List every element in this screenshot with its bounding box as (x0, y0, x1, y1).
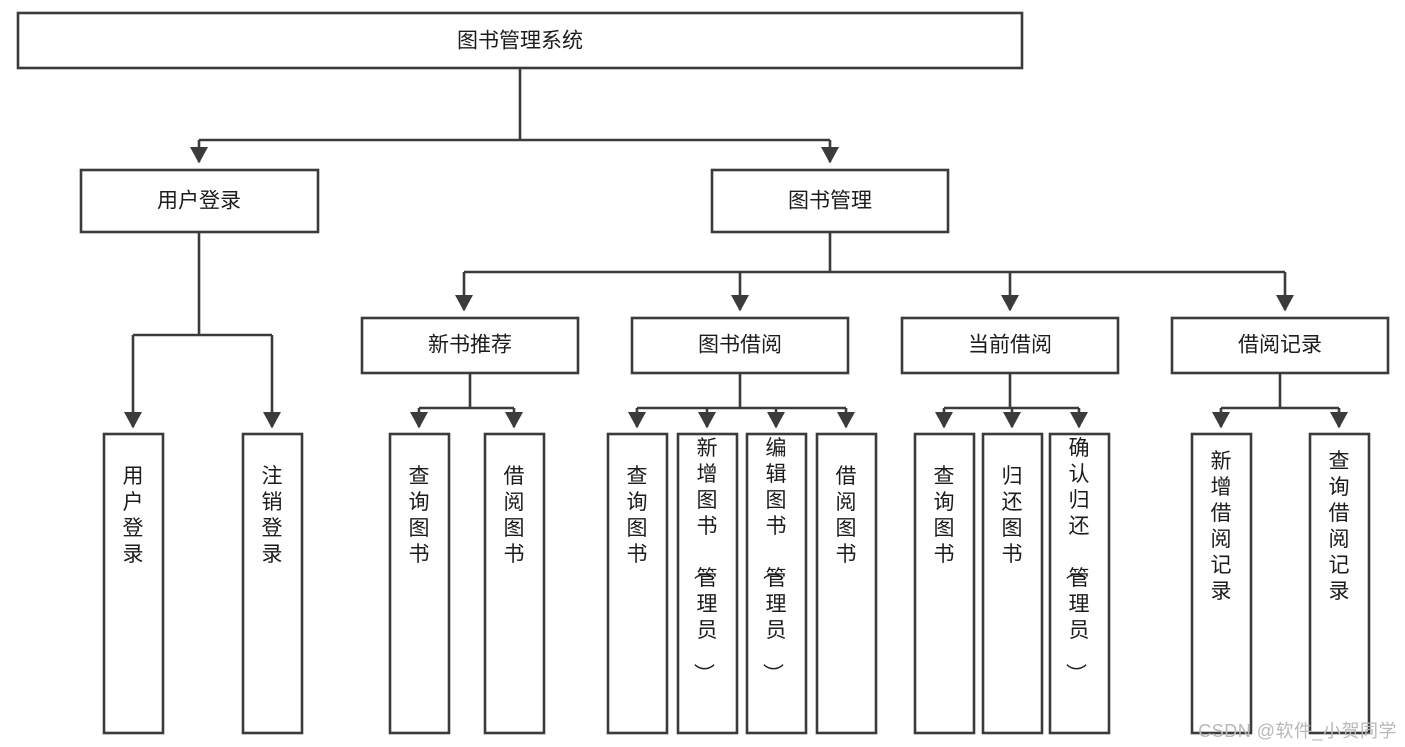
leaf-user-login-0[interactable]: 用户登录 (102, 432, 165, 735)
node-book-borrow-label: 图书借阅 (698, 334, 782, 357)
node-borrow-record-box (1170, 316, 1390, 375)
leaf-new-book-1-box (483, 432, 546, 735)
leaf-borrow-record-1-box (1308, 432, 1371, 735)
leaf-borrow-record-1-label: 查询借阅记录 (1329, 450, 1350, 603)
leaf-book-borrow-2-box (745, 432, 808, 735)
node-current-borrow-box (900, 316, 1120, 375)
leaf-current-borrow-0-label: 查询图书 (934, 465, 955, 566)
node-root-system[interactable]: 图书管理系统 (16, 11, 1024, 70)
leaf-borrow-record-0-box (1190, 432, 1253, 735)
leaf-borrow-record-1[interactable]: 查询借阅记录 (1308, 432, 1371, 735)
leaf-current-borrow-1-box (981, 432, 1044, 735)
node-book-manage-box (710, 168, 950, 234)
leaf-book-borrow-0-label: 查询图书 (627, 465, 648, 566)
node-new-book-recommend[interactable]: 新书推荐 (360, 316, 580, 375)
node-borrow-record[interactable]: 借阅记录 (1170, 316, 1390, 375)
leaf-new-book-1-label: 借阅图书 (504, 465, 525, 566)
leaf-book-borrow-3-box (815, 432, 878, 735)
connector-layer (123, 68, 1349, 429)
leaf-user-login-0-label: 用户登录 (123, 465, 144, 566)
leaf-user-login-0-box (102, 432, 165, 735)
leaf-current-borrow-1-label: 归还图书 (1002, 465, 1023, 566)
leaf-book-borrow-3[interactable]: 借阅图书 (815, 432, 878, 735)
node-book-manage[interactable]: 图书管理 (710, 168, 950, 234)
leaf-new-book-0[interactable]: 查询图书 (388, 432, 451, 735)
leaf-book-borrow-1[interactable]: 新增图书（管理员） (676, 432, 739, 735)
node-current-borrow-label: 当前借阅 (968, 334, 1052, 357)
node-book-manage-label: 图书管理 (788, 190, 872, 213)
leaf-user-login-1-box (241, 432, 304, 735)
node-new-book-recommend-label: 新书推荐 (428, 334, 512, 357)
leaf-book-borrow-3-label: 借阅图书 (836, 465, 857, 566)
leaf-user-login-1[interactable]: 注销登录 (241, 432, 304, 735)
leaf-current-borrow-1[interactable]: 归还图书 (981, 432, 1044, 735)
node-user-login-box (79, 168, 320, 234)
leaf-current-borrow-0[interactable]: 查询图书 (913, 432, 976, 735)
node-book-borrow[interactable]: 图书借阅 (630, 316, 850, 375)
leaf-book-borrow-1-box (676, 432, 739, 735)
leaf-book-borrow-2-label: 编辑图书（管理员） (761, 437, 787, 684)
leaf-book-borrow-2[interactable]: 编辑图书（管理员） (745, 432, 808, 735)
leaf-current-borrow-2-label: 确认归还（管理员） (1064, 437, 1090, 684)
leaf-book-borrow-0[interactable]: 查询图书 (606, 432, 669, 735)
leaf-book-borrow-1-label: 新增图书（管理员） (692, 437, 718, 684)
node-current-borrow[interactable]: 当前借阅 (900, 316, 1120, 375)
node-borrow-record-label: 借阅记录 (1238, 334, 1322, 357)
node-user-login[interactable]: 用户登录 (79, 168, 320, 234)
node-root-label: 图书管理系统 (457, 30, 583, 53)
csdn-watermark: CSDN @软件_小贺同学 (1198, 721, 1397, 741)
node-user-login-label: 用户登录 (157, 190, 241, 213)
node-root-box (16, 11, 1024, 70)
leaf-book-borrow-0-box (606, 432, 669, 735)
leaf-current-borrow-2[interactable]: 确认归还（管理员） (1048, 432, 1111, 735)
leaf-new-book-1[interactable]: 借阅图书 (483, 432, 546, 735)
node-new-book-recommend-box (360, 316, 580, 375)
leaf-new-book-0-label: 查询图书 (409, 465, 430, 566)
leaf-new-book-0-box (388, 432, 451, 735)
node-book-borrow-box (630, 316, 850, 375)
leaf-borrow-record-0[interactable]: 新增借阅记录 (1190, 432, 1253, 735)
leaf-current-borrow-2-box (1048, 432, 1111, 735)
leaf-borrow-record-0-label: 新增借阅记录 (1211, 450, 1232, 603)
leaf-current-borrow-0-box (913, 432, 976, 735)
leaf-user-login-1-label: 注销登录 (262, 465, 283, 566)
